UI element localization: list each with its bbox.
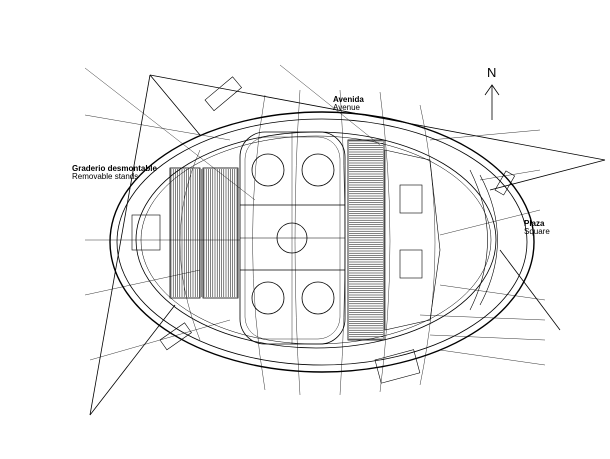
avenue-label-en: Avenue: [333, 103, 360, 112]
site-boundary: [89, 74, 606, 416]
building-outline: [109, 111, 535, 373]
stands-label-es: Graderio desmontable: [72, 164, 157, 173]
fixed-stands-east: [347, 139, 385, 341]
leader-lines: [84, 64, 546, 366]
north-label: N: [487, 65, 497, 80]
avenue-label-es: Avenida: [333, 95, 364, 104]
north-arrow-icon: [484, 84, 500, 120]
ice-rink: [239, 131, 346, 345]
square-label-es: Plaza: [524, 219, 545, 228]
stands-label-en: Removable stands: [72, 172, 139, 181]
square-label-en: Square: [524, 227, 550, 236]
service-area: [384, 149, 498, 331]
entrance-stairs: [131, 76, 516, 384]
removable-stands: [169, 167, 239, 299]
